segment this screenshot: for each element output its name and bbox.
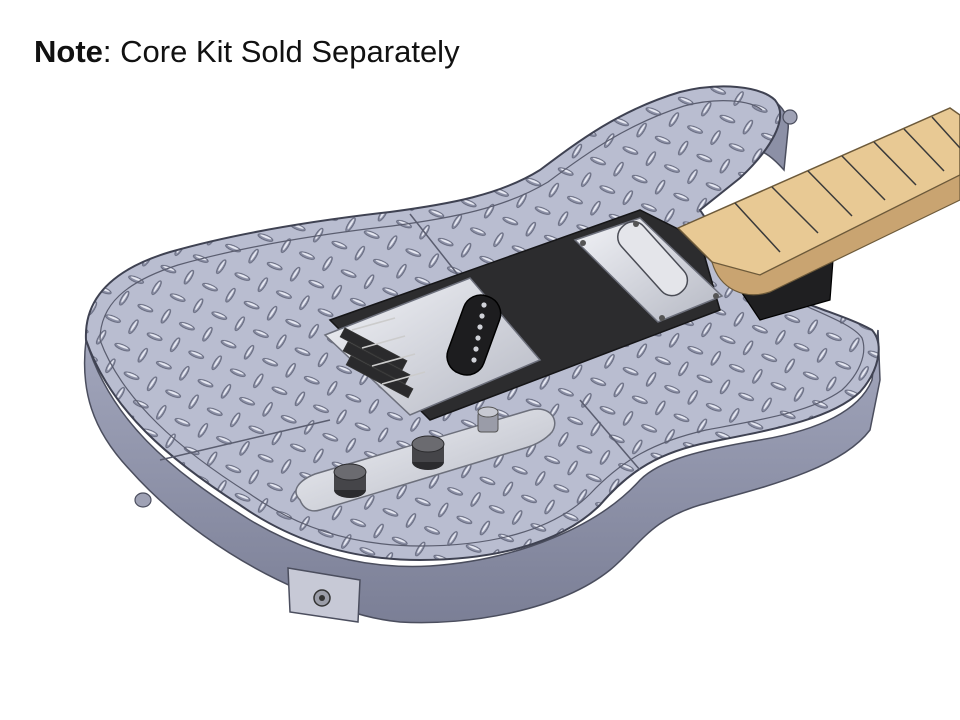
volume-knob [333, 463, 367, 498]
note-text: : Core Kit Sold Separately [102, 34, 460, 69]
strap-button-horn [782, 109, 798, 125]
body-side [83, 329, 881, 624]
neck-plate-screw-1 [580, 240, 586, 246]
neck-pickup [617, 220, 689, 297]
selector-switch-tip [477, 406, 499, 433]
plate-seam-lower [159, 419, 331, 461]
strap-button-icon [134, 492, 152, 508]
neck-frets [734, 116, 960, 253]
plate-inner-border [99, 100, 865, 547]
bridge-pickup [446, 294, 502, 376]
plate-seam-right [579, 399, 641, 471]
note-caption: Note: Core Kit Sold Separately [34, 36, 460, 67]
note-label: Note [34, 34, 103, 69]
bridge-saddles [339, 317, 426, 399]
neck-plate-screw-3 [659, 315, 665, 321]
output-jack-plate [287, 567, 361, 623]
tone-knob [411, 435, 445, 470]
neck-plate-screw-2 [633, 221, 639, 227]
bridge-pickup-poles [471, 302, 487, 363]
neck-plate-screw-4 [713, 293, 719, 299]
neck-side [711, 174, 960, 296]
